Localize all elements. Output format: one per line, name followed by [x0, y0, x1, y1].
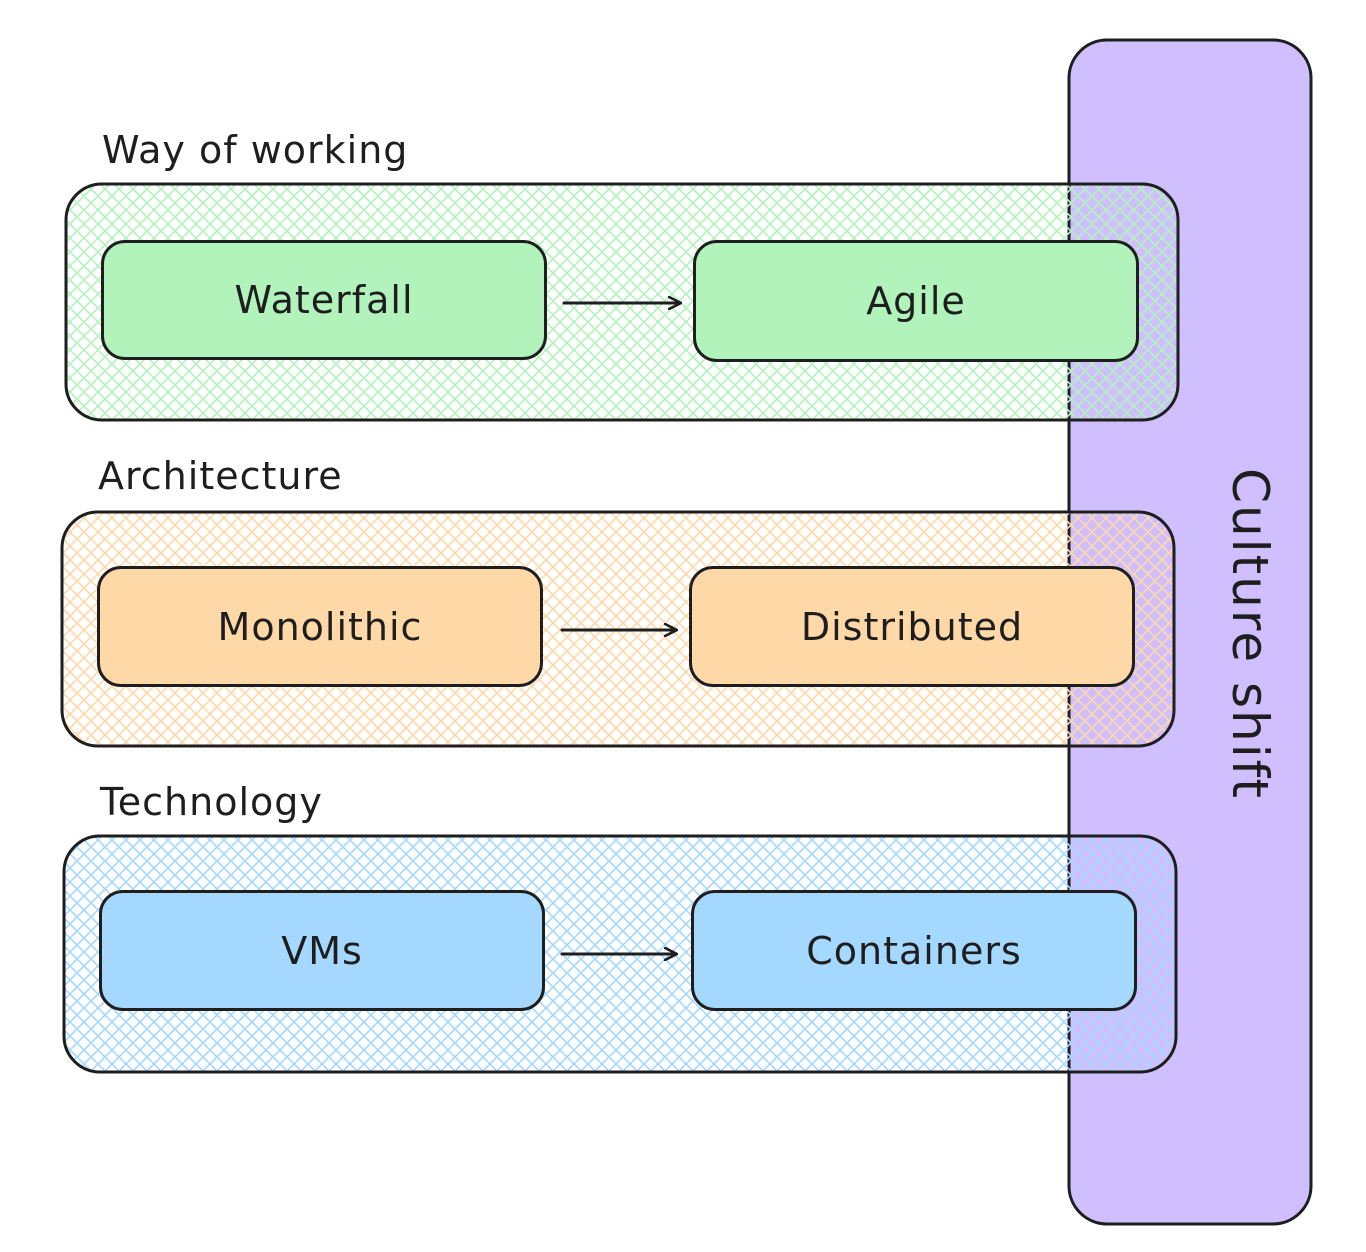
culture-shift-label: Culture shift	[1221, 468, 1279, 800]
group-label-way-of-working: Way of working	[102, 128, 409, 172]
node-monolithic: Monolithic	[97, 566, 543, 687]
node-containers: Containers	[691, 890, 1137, 1011]
node-distributed: Distributed	[689, 566, 1135, 687]
node-agile: Agile	[693, 240, 1139, 362]
node-vms: VMs	[99, 890, 545, 1011]
group-label-technology: Technology	[100, 780, 323, 824]
group-label-architecture: Architecture	[98, 454, 343, 498]
node-waterfall: Waterfall	[101, 240, 547, 360]
